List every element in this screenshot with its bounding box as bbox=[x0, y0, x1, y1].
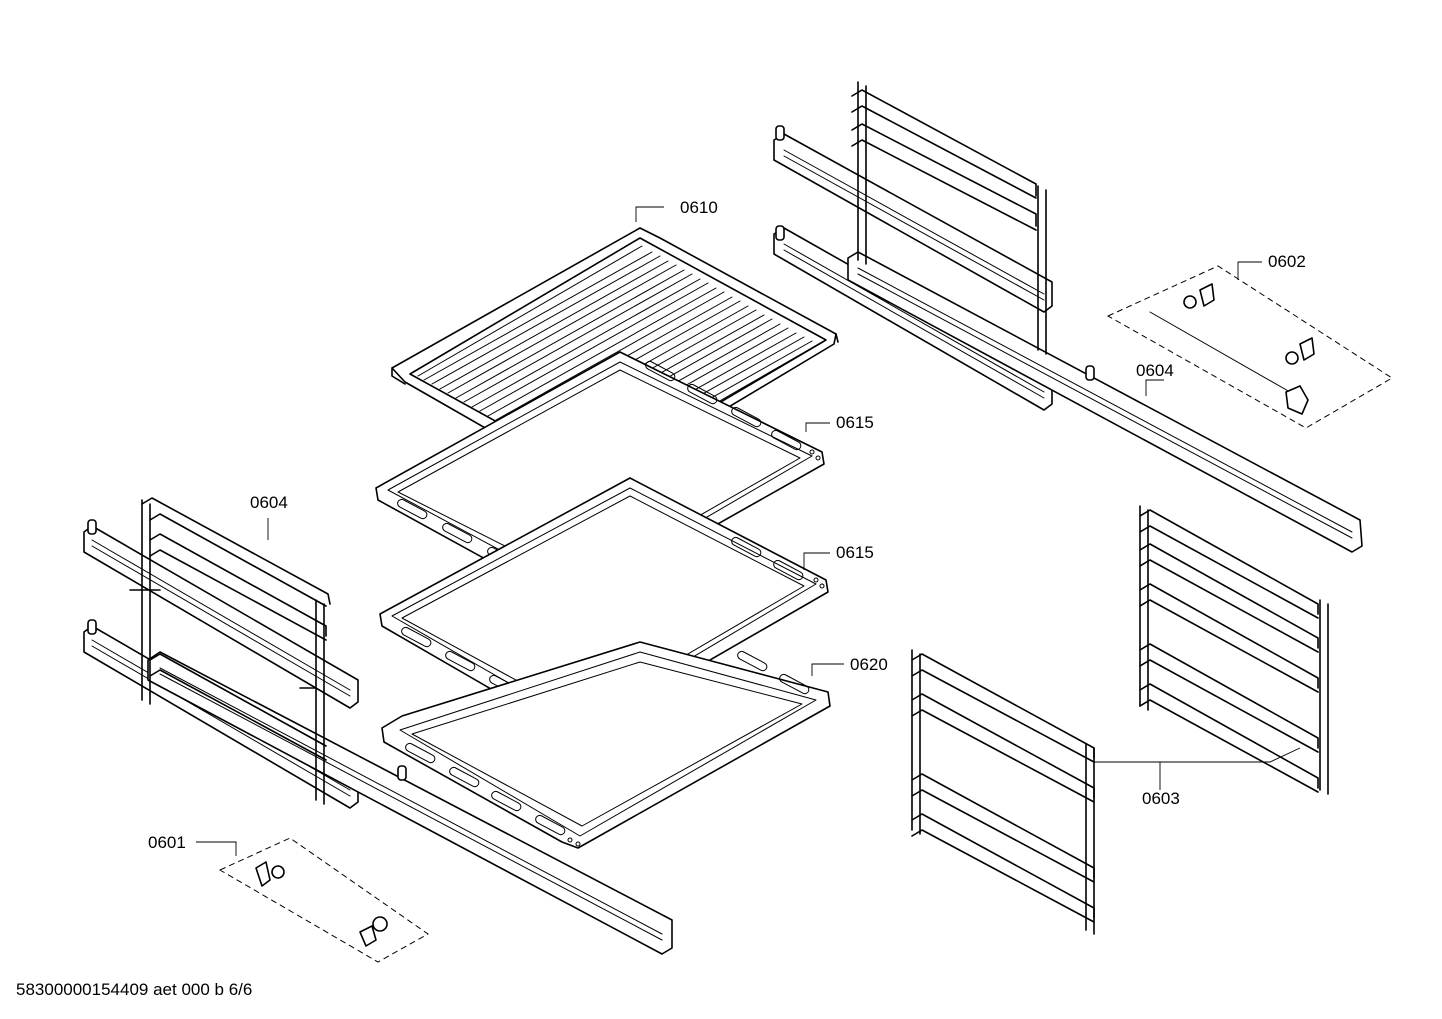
telescopic-rails-right bbox=[773, 81, 1363, 553]
fixing-kit-upper bbox=[1106, 265, 1393, 429]
drawing-number: 58300000154409 aet 000 b 6/6 bbox=[16, 980, 253, 999]
label-0615-upper: 0615 bbox=[836, 413, 874, 432]
universal-pan bbox=[381, 641, 831, 849]
wire-shelf-supports bbox=[911, 505, 1329, 935]
telescopic-rails-left bbox=[83, 497, 673, 955]
fixing-kit-lower bbox=[218, 837, 429, 963]
label-0601: 0601 bbox=[148, 833, 186, 852]
label-0610: 0610 bbox=[680, 198, 718, 217]
leader-lines bbox=[196, 206, 1301, 856]
label-0620: 0620 bbox=[850, 655, 888, 674]
label-0602: 0602 bbox=[1268, 252, 1306, 271]
label-0615-lower: 0615 bbox=[836, 543, 874, 562]
label-0604-left: 0604 bbox=[250, 493, 288, 512]
label-0604-top: 0604 bbox=[1136, 361, 1174, 380]
label-0603: 0603 bbox=[1142, 789, 1180, 808]
